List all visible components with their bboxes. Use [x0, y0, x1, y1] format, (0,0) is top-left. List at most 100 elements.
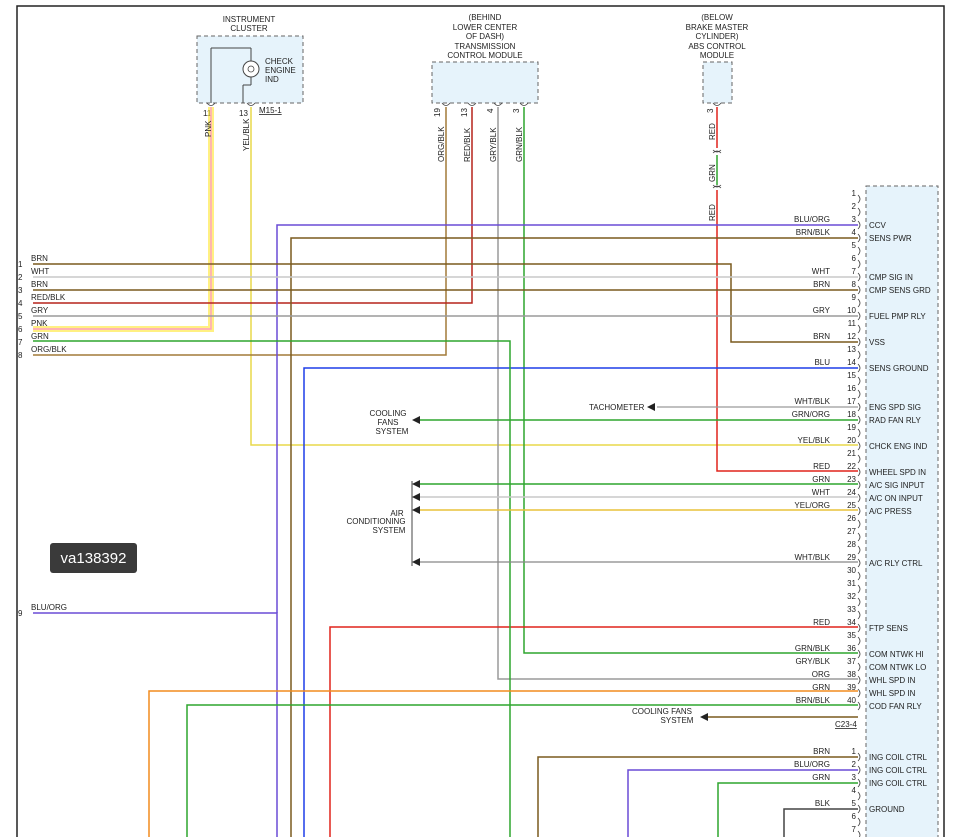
ecm-pin-terminal [857, 337, 861, 347]
left-pin-wire-color: PNK [31, 319, 48, 328]
cluster-pin-13: 13 [239, 109, 248, 118]
ecm-pin-number: 14 [847, 358, 856, 367]
ecm-pin-number: 7 [852, 825, 857, 834]
ecm-pin-terminal [857, 662, 861, 672]
left-pin-number: 1 [18, 260, 23, 269]
ecm-pin-wire-color: BRN [813, 280, 830, 289]
ecm-pin-terminal [857, 675, 861, 685]
ecm-pin-number: 29 [847, 553, 856, 562]
ecm-pin-terminal [857, 752, 861, 762]
ecm-pin-number: 6 [852, 254, 857, 263]
ecm-pin-number: 9 [852, 293, 857, 302]
ecm-pin-21: 21 [847, 449, 861, 464]
ecm-pin-terminal [857, 791, 861, 801]
ecm-pin-terminal [857, 636, 861, 646]
ecm-pin-wire-color: GRN [812, 773, 830, 782]
ecm-pin-1: 1 [852, 189, 861, 204]
ecm-pin-wire-color: BRN [813, 332, 830, 341]
left-pin-wire-color: GRY [31, 306, 49, 315]
ecm-pin-terminal [857, 194, 861, 204]
ecm-pin-function: WHL SPD IN [869, 676, 916, 685]
ecm-pin-number: 18 [847, 410, 856, 419]
ecm-pin-function: SENS GROUND [869, 364, 929, 373]
tcm-label-4: TRANSMISSION [455, 42, 516, 51]
ecm-pin-number: 26 [847, 514, 856, 523]
ecm-pin-number: 3 [852, 215, 857, 224]
left-pin-list: 1BRN2WHT3BRN4RED/BLK5GRY6PNK7GRN8ORG/BLK… [18, 254, 67, 618]
ecm-pin-function: COM NTWK LO [869, 663, 926, 672]
ecm-pin-terminal [857, 519, 861, 529]
ecm-pin-terminal [857, 649, 861, 659]
ecm-pin-function: FTP SENS [869, 624, 908, 633]
ecm-pin-terminal [857, 597, 861, 607]
ac-system-label-2: CONDITIONING [346, 517, 405, 526]
ecm-pin-terminal [857, 415, 861, 425]
ecm-pin-9: 9 [852, 293, 861, 308]
left-pin-number: 3 [18, 286, 23, 295]
ecm-pin-function: A/C PRESS [869, 507, 912, 516]
ecm-pin-terminal [857, 817, 861, 827]
ecm-pin-terminal [857, 480, 861, 490]
ecm-pin-terminal [857, 610, 861, 620]
cluster-label-2: CLUSTER [230, 24, 268, 33]
ecm-pin-number: 38 [847, 670, 856, 679]
abs-label-2: BRAKE MASTER [686, 23, 749, 32]
ecm-pin-function: ENG SPD SIG [869, 403, 921, 412]
ecm-pin-5: 5 [852, 241, 861, 256]
ecm-pin-function: ING COIL CTRL [869, 753, 927, 762]
check-engine-text-1: CHECK [265, 57, 294, 66]
tcm-pin-4: 4 [486, 108, 495, 113]
cooling-fans-2-label-2: SYSTEM [661, 716, 694, 725]
ecm-pin-wire-color: GRY [813, 306, 831, 315]
ecm-pin-wire-color: BLU/ORG [794, 760, 830, 769]
ecm-pin-number: 19 [847, 423, 856, 432]
left-pin-wire-color: ORG/BLK [31, 345, 67, 354]
abs-control-module [702, 61, 733, 104]
image-id-badge: va138392 [50, 543, 137, 573]
ecm-pin-number: 24 [847, 488, 856, 497]
ecm-pin-terminal [857, 830, 861, 837]
ecm-pin-wire-color: RED [813, 462, 830, 471]
wire-label-grnblk: GRN/BLK [515, 126, 524, 162]
ecm-pin-terminal [857, 506, 861, 516]
ecm-pin-number: 11 [848, 319, 857, 328]
cooling-fans-2-label-1: COOLING FANS [632, 707, 692, 716]
ecm-pin-6: 6 [852, 254, 861, 269]
ecm-pin-number: 20 [847, 436, 856, 445]
tcm-pin-3: 3 [512, 108, 521, 113]
ac-system-label-1: AIR [390, 509, 404, 518]
ecm-pin-number: 1 [852, 189, 857, 198]
ecm-pin-wire-color: YEL/ORG [794, 501, 830, 510]
ecm-pin-terminal [857, 389, 861, 399]
ecm-pin-terminal [857, 701, 861, 711]
ecm-pin-terminal [857, 350, 861, 360]
ecm-pin-wire-color: BRN [813, 747, 830, 756]
left-pin-wire-color: WHT [31, 267, 49, 276]
ecm-pin-b6: 6 [852, 812, 861, 827]
ecm-pin-wire-color: WHT/BLK [794, 397, 830, 406]
abs-label-3: CYLINDER) [695, 32, 738, 41]
left-pin-number: 9 [18, 609, 23, 618]
abs-label-1: (BELOW [701, 13, 733, 22]
ecm-pin-wire-color: BRN/BLK [796, 228, 831, 237]
ecm-pin-30: 30 [847, 566, 861, 581]
left-pin-wire-color: BRN [31, 254, 48, 263]
ecm-pin-terminal [857, 778, 861, 788]
ecm-pin-function: GROUND [869, 805, 905, 814]
left-pin-number: 8 [18, 351, 23, 360]
ecm-pin-wire-color: GRN/BLK [795, 644, 831, 653]
